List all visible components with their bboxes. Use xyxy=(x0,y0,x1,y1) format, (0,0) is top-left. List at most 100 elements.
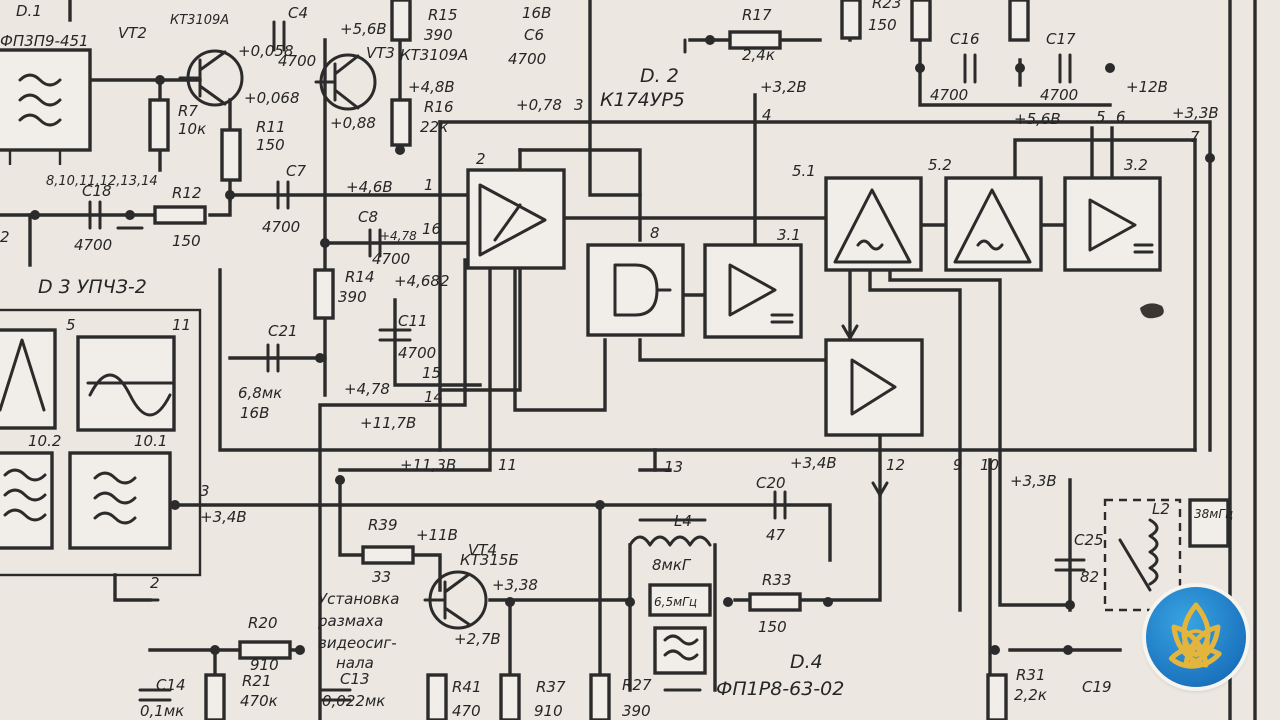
v-338: +3,38 xyxy=(492,576,538,594)
r-top-910-body xyxy=(910,0,932,42)
v-117: +11,7В xyxy=(360,414,416,432)
r17-body xyxy=(728,30,782,50)
vt2-transistor xyxy=(178,49,244,107)
ink-blot xyxy=(1140,303,1164,319)
d2-pin-5-2: 5.2 xyxy=(928,156,952,174)
junction xyxy=(225,190,235,200)
v-12: +12В xyxy=(1126,78,1168,96)
r27-body xyxy=(589,673,611,720)
d2-top-feed xyxy=(588,0,642,197)
d2-pin-5-1: 5.1 xyxy=(792,162,816,180)
filter-wave-icon xyxy=(18,73,62,127)
junction xyxy=(155,75,165,85)
vt4-type-label: КТ315Б xyxy=(460,551,519,569)
junction xyxy=(723,597,733,607)
d2-pin-12: 12 xyxy=(886,456,905,474)
r16-body xyxy=(390,98,412,147)
v-078: +0,78 xyxy=(516,96,562,114)
tank-freq: 38мГц xyxy=(1194,507,1233,521)
r37-name: R37 xyxy=(536,678,566,696)
junction xyxy=(1015,63,1025,73)
d2-pin-6: 6 xyxy=(1116,108,1126,126)
r27-name: R27 xyxy=(622,676,652,694)
c8-plates xyxy=(368,228,382,258)
capacitor-plates xyxy=(88,20,1086,702)
c21-plates xyxy=(266,343,280,373)
r15-name: R15 xyxy=(428,6,458,24)
r23-value: 150 xyxy=(868,16,897,34)
c7-plates xyxy=(276,180,290,210)
c7-value: 4700 xyxy=(262,218,300,236)
d2-pin-4: 4 xyxy=(762,106,772,124)
filter-wave-icon xyxy=(663,634,699,661)
d2-blocks xyxy=(466,168,1162,497)
c8-name: C8 xyxy=(358,208,378,226)
v-11: +11В xyxy=(416,526,458,544)
v-4682: +4,682 xyxy=(394,272,450,290)
limiter-icon xyxy=(953,188,1032,264)
junction xyxy=(705,35,715,45)
c17-value: 4700 xyxy=(1040,86,1078,104)
d3-pin-3: 3 xyxy=(200,482,210,500)
d2-type-label: К174УР5 xyxy=(600,89,685,111)
junction xyxy=(30,210,40,220)
c17-plates xyxy=(1058,53,1072,84)
c7-name: C7 xyxy=(286,162,306,180)
d2-pin-11: 11 xyxy=(498,456,517,474)
c21-name: C21 xyxy=(268,322,298,340)
junctions xyxy=(30,35,1215,655)
resonator-freq: 6,5мГц xyxy=(654,595,697,609)
pin9-wire xyxy=(888,268,1072,607)
arrow-down-icon xyxy=(841,313,859,340)
r17-value: 2,4к xyxy=(742,46,775,64)
r41-value: 470 xyxy=(452,702,481,720)
d3-pin-2-left: 2 xyxy=(0,228,10,246)
r12-value: 150 xyxy=(172,232,201,250)
junction xyxy=(1063,645,1073,655)
d1-pins-label: 8,10,11,12,13,14 xyxy=(46,174,158,189)
c20-value: 47 xyxy=(766,526,786,544)
d3-pin-10-2: 10.2 xyxy=(28,432,61,450)
pin14-line xyxy=(318,258,467,720)
adjust-note-4: нала xyxy=(336,654,374,672)
junction xyxy=(915,63,925,73)
d2-pin-5: 5 xyxy=(1096,108,1106,126)
coil-icon xyxy=(1148,518,1159,586)
d2-pin-13: 13 xyxy=(664,458,683,476)
junction xyxy=(320,238,330,248)
d4-type-label: ФП1Р8-63-02 xyxy=(716,678,844,700)
adjust-note-3: видеосиг- xyxy=(318,634,397,652)
v-27: +2,7В xyxy=(454,630,501,648)
r41-name: R41 xyxy=(452,678,482,696)
d3-pin-11: 11 xyxy=(172,316,191,334)
vt4-label: VT4 xyxy=(468,541,497,559)
l2-tank xyxy=(1103,498,1230,612)
r23-body xyxy=(840,0,862,40)
c20-plates xyxy=(773,490,787,520)
r21-body xyxy=(204,673,226,720)
c19-name: C19 xyxy=(1082,678,1112,696)
v-058: +0,058 xyxy=(238,42,294,60)
junction xyxy=(990,645,1000,655)
r39-name: R39 xyxy=(368,516,398,534)
r23-name: R23 xyxy=(872,0,902,12)
d1-type-label: ФП3П9-451 xyxy=(0,32,89,50)
limiter-icon xyxy=(833,188,912,264)
c8-value: 4700 xyxy=(372,250,410,268)
v-33a: +3,3В xyxy=(1172,104,1219,122)
r21-name: R21 xyxy=(242,672,272,690)
v-068: +0,068 xyxy=(244,89,300,107)
r17-name: R17 xyxy=(742,6,772,24)
vt4-transistor xyxy=(423,570,488,630)
r12-name: R12 xyxy=(172,184,202,202)
d1-pins xyxy=(8,150,62,165)
d3-filter-left xyxy=(0,451,54,550)
l4-inductor xyxy=(628,518,712,547)
r33-body xyxy=(748,592,802,612)
r12-body xyxy=(153,205,207,225)
sine-wave-icon xyxy=(86,373,174,417)
d1-prefix-label: D.1 xyxy=(16,2,42,20)
d1-filter xyxy=(0,48,92,165)
